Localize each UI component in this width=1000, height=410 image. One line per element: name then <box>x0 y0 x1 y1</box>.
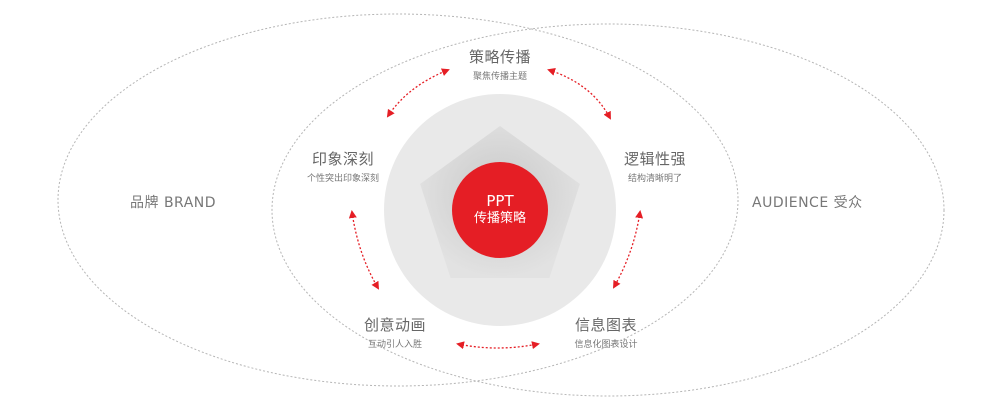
arrow-right <box>613 210 644 289</box>
node-infographics: 信息图表 信息化图表设计 <box>551 314 661 350</box>
brand-label: 品牌 BRAND <box>130 195 217 211</box>
center-title: PPT <box>486 192 514 210</box>
arrow-top-right <box>547 68 611 120</box>
brand-ellipse <box>57 13 739 387</box>
center-circle: PPT 传播策略 <box>452 162 548 258</box>
node-title: 创意动画 <box>363 316 426 334</box>
node-title: 逻辑性强 <box>623 150 686 168</box>
node-subtitle: 信息化图表设计 <box>574 340 638 350</box>
node-title: 信息图表 <box>574 316 637 334</box>
arrow-bottom <box>456 341 540 350</box>
node-title: 策略传播 <box>468 48 531 66</box>
node-subtitle: 互动引人入胜 <box>367 340 422 350</box>
audience-ellipse <box>271 23 945 397</box>
node-subtitle: 结构清晰明了 <box>627 174 682 184</box>
node-logic: 逻辑性强 结构清晰明了 <box>600 148 710 184</box>
node-subtitle: 个性突出印象深刻 <box>306 174 379 184</box>
node-strategy: 策略传播 聚焦传播主题 <box>445 46 555 82</box>
center-subtitle: 传播策略 <box>473 211 526 226</box>
arrow-left <box>348 210 380 290</box>
arrow-top-left <box>386 68 450 118</box>
node-animation: 创意动画 互动引人入胜 <box>340 314 450 350</box>
node-title: 印象深刻 <box>311 150 374 168</box>
audience-label: AUDIENCE 受众 <box>752 195 863 211</box>
node-subtitle: 聚焦传播主题 <box>472 72 527 82</box>
node-impression: 印象深刻 个性突出印象深刻 <box>288 148 398 184</box>
